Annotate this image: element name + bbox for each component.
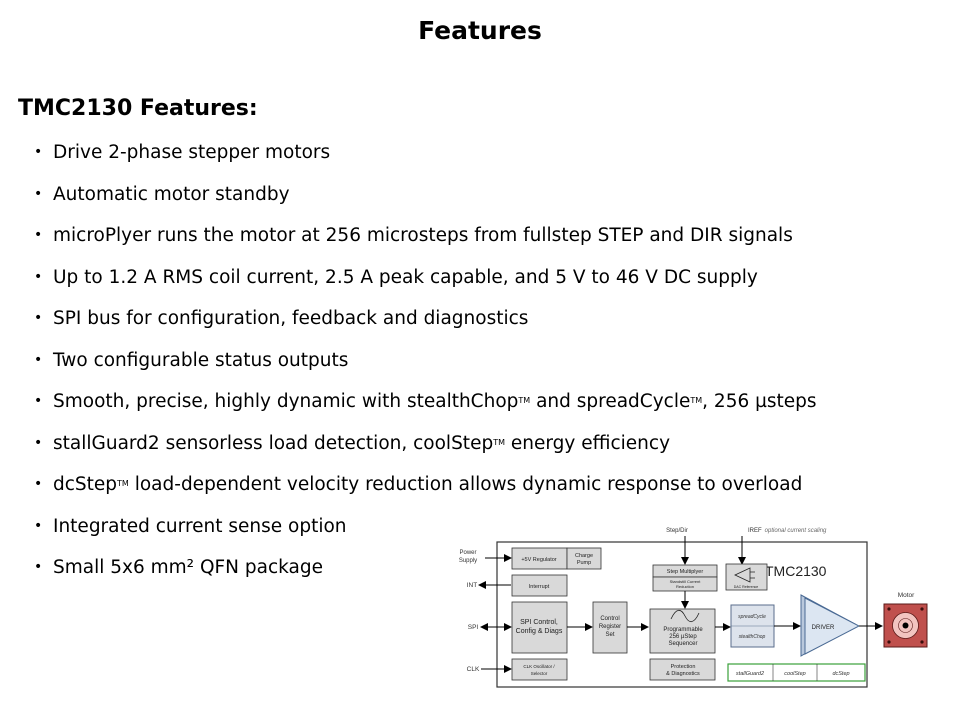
- interrupt-block: [511, 574, 568, 597]
- svg-text:Interrupt: Interrupt: [529, 584, 550, 590]
- opamp-icon: [734, 567, 755, 583]
- feature-item: •stallGuard2 sensorless load detection, …: [34, 429, 817, 471]
- features-heading: TMC2130 Features:: [18, 96, 258, 121]
- bullet-icon: •: [34, 227, 43, 243]
- svg-text:DRIVER: DRIVER: [812, 625, 835, 631]
- feature-item: •microPlyer runs the motor at 256 micros…: [34, 221, 817, 263]
- slide-title: Features: [418, 16, 542, 45]
- protection-block: [649, 658, 716, 681]
- svg-text:stealthChop: stealthChop: [739, 634, 766, 640]
- svg-text:coolStep: coolStep: [784, 671, 805, 677]
- feature-item: •SPI bus for configuration, feedback and…: [34, 304, 817, 346]
- step-dir-label: Step/Dir: [666, 528, 688, 534]
- trademark-mark: TM: [518, 396, 531, 405]
- clk-osc-label: CLK Oscillator /Selector: [523, 664, 555, 676]
- chip-name: TMC2130: [765, 563, 827, 579]
- sequencer-block: [649, 608, 716, 654]
- svg-text:Step Multiplyer: Step Multiplyer: [667, 569, 704, 575]
- motor-icon: [883, 603, 928, 648]
- trademark-mark: TM: [690, 396, 703, 405]
- bullet-icon: •: [34, 351, 43, 368]
- svg-text:dcStep: dcStep: [832, 671, 849, 677]
- bullet-icon: •: [34, 517, 43, 534]
- spi-control-block: [511, 601, 568, 654]
- charge-pump-block: [566, 547, 602, 570]
- feature-item: •Up to 1.2 A RMS coil current, 2.5 A pea…: [34, 263, 817, 305]
- spi-control-label: SPI Control,Config & Diags: [516, 619, 563, 635]
- int-label: INT: [467, 582, 478, 589]
- bullet-icon: •: [34, 434, 43, 451]
- svg-text:stallGuard2: stallGuard2: [736, 671, 764, 677]
- svg-text:+5V Regulator: +5V Regulator: [521, 557, 556, 563]
- trademark-mark: TM: [493, 437, 505, 447]
- bullet-icon: •: [34, 476, 43, 492]
- feature-item: •Automatic motor standby: [34, 180, 817, 222]
- spi-label: SPI: [468, 624, 479, 631]
- sine-wave-icon: [670, 609, 700, 623]
- trademark-mark: TM: [117, 479, 129, 488]
- svg-text:spreadCycle: spreadCycle: [738, 614, 766, 620]
- feature-item: •Small 5x6 mm² QFN package: [34, 553, 817, 595]
- bullet-icon: •: [34, 310, 43, 326]
- bullet-icon: •: [34, 393, 43, 409]
- bullet-icon: •: [34, 144, 43, 160]
- control-register-block: [592, 601, 628, 654]
- bullet-icon: •: [34, 559, 43, 575]
- feature-item: •Drive 2-phase stepper motors: [34, 138, 817, 180]
- bullet-icon: •: [34, 185, 43, 202]
- feature-list: •Drive 2-phase stepper motors •Automatic…: [34, 138, 817, 595]
- clk-osc-block: [511, 658, 568, 681]
- feature-item: •dcStepTM load-dependent velocity reduct…: [34, 470, 817, 512]
- protection-label: Protection& Diagnostics: [666, 664, 700, 677]
- clk-label: CLK: [467, 666, 480, 673]
- driver-triangle: [804, 597, 861, 655]
- feature-item: •Smooth, precise, highly dynamic with st…: [34, 387, 817, 429]
- feature-item: •Integrated current sense option: [34, 512, 817, 554]
- feature-item: •Two configurable status outputs: [34, 346, 817, 388]
- svg-text:DAC Reference: DAC Reference: [734, 585, 759, 589]
- bullet-icon: •: [34, 268, 43, 285]
- motor-label: Motor: [898, 592, 915, 599]
- feature-strip: [727, 663, 866, 682]
- dac-block: [725, 563, 768, 591]
